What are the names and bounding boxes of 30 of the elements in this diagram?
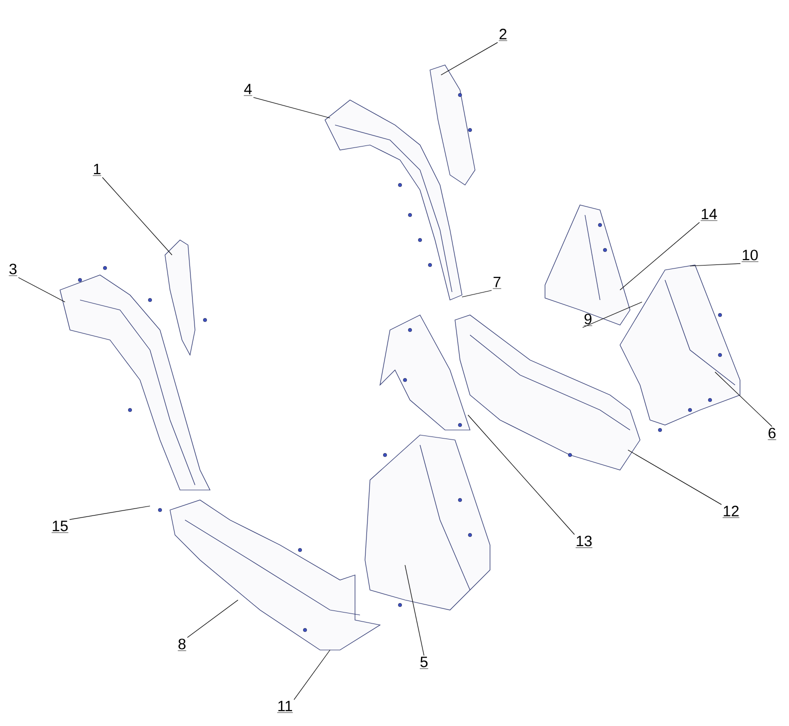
callout-number: 2 [498,28,508,41]
leader-line [690,263,741,266]
leader-line [187,600,238,638]
callout-number: 14 [700,208,718,221]
leader-line [18,277,66,302]
callout-number: 3 [8,264,18,276]
leader-line [582,302,642,328]
callout-number: 1 [92,164,102,176]
leader-line [714,372,772,427]
callout-number: 7 [492,276,502,289]
callout-number: 8 [178,638,186,651]
leader-line [620,222,700,290]
leader-line [468,414,575,535]
callout-number: 4 [244,84,252,96]
callout-number: 9 [584,314,592,326]
callout-number: 5 [420,656,428,669]
leader-line [462,290,492,298]
callout-number: 13 [575,536,593,548]
callout-number: 15 [51,520,69,533]
callout-number: 11 [277,700,293,713]
callout-number: 6 [768,428,776,440]
leader-line [440,42,498,76]
callout-number: 10 [741,250,759,262]
leader-line [253,97,330,118]
leader-line [294,650,330,700]
leader-line [628,450,722,505]
leader-line [69,506,150,520]
leader-line [404,564,424,656]
callout-number: 12 [722,506,740,518]
leader-line [102,177,172,256]
